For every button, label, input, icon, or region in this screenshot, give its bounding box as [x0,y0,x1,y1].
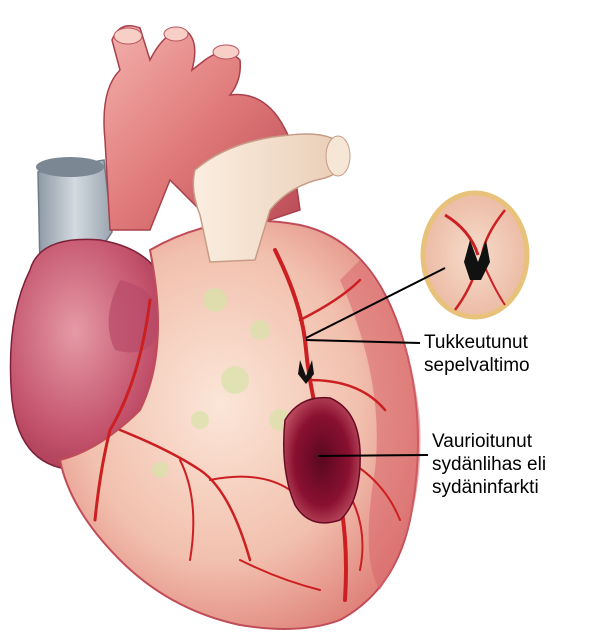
label-damaged-line2: sydänlihas eli [432,453,546,476]
infarct-area [284,398,360,523]
label-blocked-line1: Tukkeutunut [424,331,530,354]
label-blocked-artery: Tukkeutunut sepelvaltimo [424,331,530,377]
magnifier-inset [423,193,527,317]
label-blocked-line2: sepelvaltimo [424,354,530,377]
label-damaged-line1: Vaurioitunut [432,430,546,453]
leader-line-infarct [318,455,428,456]
label-damaged-muscle: Vaurioitunut sydänlihas eli sydäninfarkt… [432,430,546,499]
label-damaged-line3: sydäninfarkti [432,476,546,499]
